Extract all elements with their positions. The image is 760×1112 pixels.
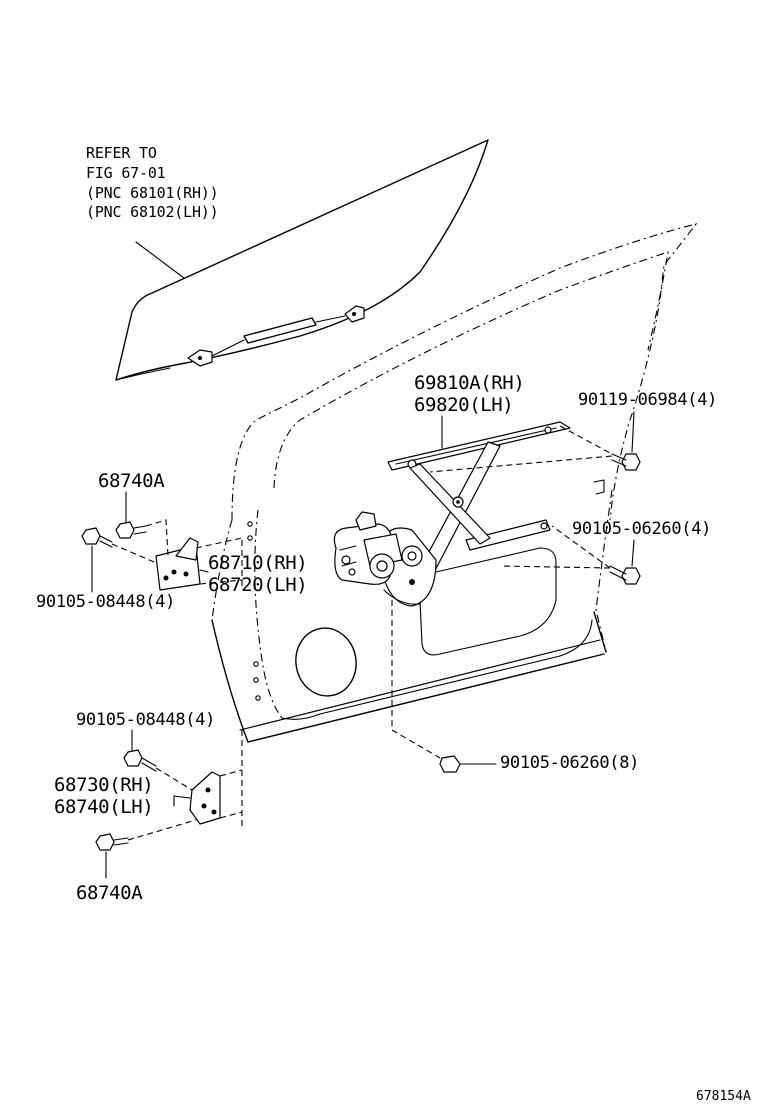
glass-leader-line [135, 241, 185, 279]
figure-number: 678154A [696, 1089, 751, 1104]
bolt-90105-06260-4-symbol [609, 565, 641, 585]
lower-hinge-lh-label: 68740(LH) [54, 796, 154, 818]
bolt-90119-label: 90119-06984(4) [578, 390, 718, 410]
lower-hinge-rh-label: 68730(RH) [54, 774, 154, 796]
window-regulator [333, 421, 571, 607]
bolt-90119-symbol [611, 453, 641, 471]
door-panel-outline [211, 223, 698, 743]
pnc-lh-label: (PNC 68102(LH)) [86, 203, 219, 221]
hinge-bolt-top-label: 68740A [98, 470, 165, 492]
bolt-90105-08448-a-label: 90105-08448(4) [36, 592, 176, 612]
upper-hinge-rh-label: 68710(RH) [208, 552, 308, 574]
regulator-lh-label: 69820(LH) [414, 394, 514, 416]
bolt-90105-08448-b-label: 90105-08448(4) [76, 710, 216, 730]
refer-to-label: REFER TO [86, 144, 157, 162]
upper-hinge-lh-label: 68720(LH) [208, 574, 308, 596]
bolt-90105-06260-4-label: 90105-06260(4) [572, 519, 712, 539]
hinge-bolt-bottom-label: 68740A [76, 882, 143, 904]
upper-hinge-bolts [81, 521, 147, 548]
bolt-90105-06260-8-symbol [439, 755, 497, 773]
bolt-90105-06260-8-label: 90105-06260(8) [500, 753, 640, 773]
lower-hinge-bolts [95, 749, 157, 851]
regulator-motor [333, 511, 415, 585]
bolt-90105-06260-4-leader [631, 539, 635, 567]
bolt-90119-leader [631, 411, 635, 453]
fig-reference-label: FIG 67-01 [86, 164, 166, 182]
upper-hinge [155, 537, 209, 591]
door-glass [115, 139, 489, 381]
regulator-rh-label: 69810A(RH) [414, 372, 525, 394]
pnc-rh-label: (PNC 68101(RH)) [86, 184, 219, 202]
lower-hinge [173, 771, 221, 825]
